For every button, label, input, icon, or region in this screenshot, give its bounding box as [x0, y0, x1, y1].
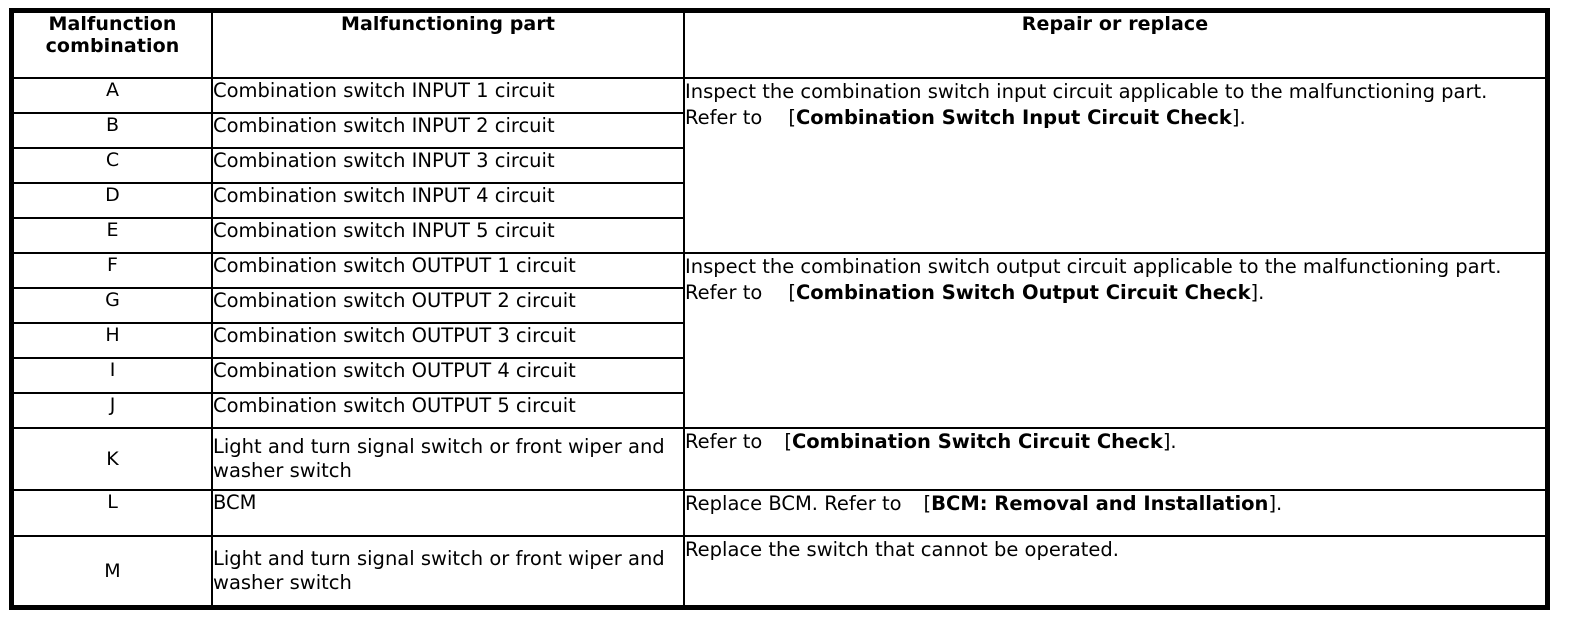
table-row: H Combination switch OUTPUT 3 circuit — [12, 322, 1546, 359]
cell-combination-code: I — [12, 357, 213, 394]
cell-combination-code: G — [12, 287, 213, 324]
cell-malfunctioning-part: Combination switch OUTPUT 4 circuit — [211, 357, 685, 394]
column-header-malfunction-combination: Malfunction combination — [12, 11, 213, 79]
link-bracket-close: ]. — [1231, 106, 1246, 129]
header-line-1: Malfunction — [48, 13, 177, 35]
malfunction-diagnosis-table: Malfunction combination Malfunctioning p… — [9, 8, 1550, 610]
column-header-malfunctioning-part: Malfunctioning part — [211, 11, 685, 79]
repair-link-k[interactable]: Combination Switch Circuit Check — [791, 430, 1163, 453]
link-bracket-open: [ — [784, 430, 792, 453]
cell-combination-code: L — [12, 489, 213, 537]
cell-malfunctioning-part: Combination switch INPUT 3 circuit — [211, 147, 685, 184]
column-header-repair-or-replace: Repair or replace — [683, 11, 1547, 79]
cell-combination-code: D — [12, 182, 213, 219]
table-row: C Combination switch INPUT 3 circuit — [12, 147, 1546, 184]
table-row: A Combination switch INPUT 1 circuit Ins… — [12, 77, 1547, 254]
table-row: L BCM Replace BCM. Refer to [BCM: Removal… — [12, 489, 1547, 537]
table-row: B Combination switch INPUT 2 circuit — [12, 112, 1546, 149]
cell-repair-row-m: Replace the switch that cannot be operat… — [683, 535, 1547, 607]
cell-malfunctioning-part: Combination switch OUTPUT 2 circuit — [211, 287, 685, 324]
table-row: D Combination switch INPUT 4 circuit — [12, 182, 1546, 219]
cell-malfunctioning-part: Combination switch OUTPUT 5 circuit — [211, 392, 685, 429]
repair-text-m: Replace the switch that cannot be operat… — [685, 538, 1120, 561]
cell-repair-output-group: Inspect the combination switch output ci… — [683, 252, 1547, 429]
table-row: K Light and turn signal switch or front … — [12, 427, 1547, 491]
table-row: G Combination switch OUTPUT 2 circuit — [12, 287, 1546, 324]
cell-combination-code: K — [12, 427, 213, 491]
cell-combination-code: A — [12, 77, 213, 114]
table-row: J Combination switch OUTPUT 5 circuit — [12, 392, 1546, 429]
cell-combination-code: H — [12, 322, 213, 359]
cell-repair-input-group: Inspect the combination switch input cir… — [683, 77, 1547, 254]
link-bracket-open: [ — [923, 492, 932, 515]
cell-malfunctioning-part: Combination switch INPUT 2 circuit — [211, 112, 685, 149]
table-body: A Combination switch INPUT 1 circuit Ins… — [12, 77, 1547, 607]
cell-repair-row-k: Refer to [Combination Switch Circuit Chec… — [683, 427, 1547, 491]
cell-combination-code: F — [12, 252, 213, 289]
table-row: E Combination switch INPUT 5 circuit — [12, 217, 1546, 254]
repair-text-l: Replace BCM. Refer to — [685, 492, 902, 515]
table-row: F Combination switch OUTPUT 1 circuit In… — [12, 252, 1547, 429]
repair-link-input[interactable]: Combination Switch Input Circuit Check — [795, 106, 1232, 129]
cell-combination-code: J — [12, 392, 213, 429]
link-bracket-open: [ — [788, 281, 796, 304]
link-bracket-close: ]. — [1250, 281, 1265, 304]
table-row: I Combination switch OUTPUT 4 circuit — [12, 357, 1546, 394]
cell-combination-code: B — [12, 112, 213, 149]
link-bracket-close: ]. — [1268, 492, 1283, 515]
header-line-2: combination — [45, 35, 180, 57]
cell-malfunctioning-part: Light and turn signal switch or front wi… — [211, 535, 685, 607]
table-row: M Light and turn signal switch or front … — [12, 535, 1547, 607]
cell-malfunctioning-part: Combination switch OUTPUT 3 circuit — [211, 322, 685, 359]
repair-text-output: Inspect the combination switch output ci… — [685, 255, 1502, 304]
cell-malfunctioning-part: BCM — [211, 489, 685, 537]
cell-combination-code: E — [12, 217, 213, 254]
cell-malfunctioning-part: Combination switch INPUT 1 circuit — [211, 77, 685, 114]
link-bracket-close: ]. — [1162, 430, 1177, 453]
repair-text-input: Inspect the combination switch input cir… — [685, 80, 1488, 129]
cell-malfunctioning-part: Combination switch OUTPUT 1 circuit — [211, 252, 685, 289]
cell-malfunctioning-part: Combination switch INPUT 5 circuit — [211, 217, 685, 254]
cell-repair-row-l: Replace BCM. Refer to [BCM: Removal and I… — [683, 489, 1547, 537]
repair-link-l[interactable]: BCM: Removal and Installation — [931, 492, 1269, 515]
cell-malfunctioning-part: Combination switch INPUT 4 circuit — [211, 182, 685, 219]
header-row: Malfunction combination Malfunctioning p… — [12, 11, 1547, 79]
repair-link-output[interactable]: Combination Switch Output Circuit Check — [795, 281, 1251, 304]
repair-text-k: Refer to — [685, 430, 763, 453]
table-header: Malfunction combination Malfunctioning p… — [12, 11, 1547, 79]
cell-malfunctioning-part: Light and turn signal switch or front wi… — [211, 427, 685, 491]
cell-combination-code: M — [12, 535, 213, 607]
cell-combination-code: C — [12, 147, 213, 184]
link-bracket-open: [ — [788, 106, 796, 129]
